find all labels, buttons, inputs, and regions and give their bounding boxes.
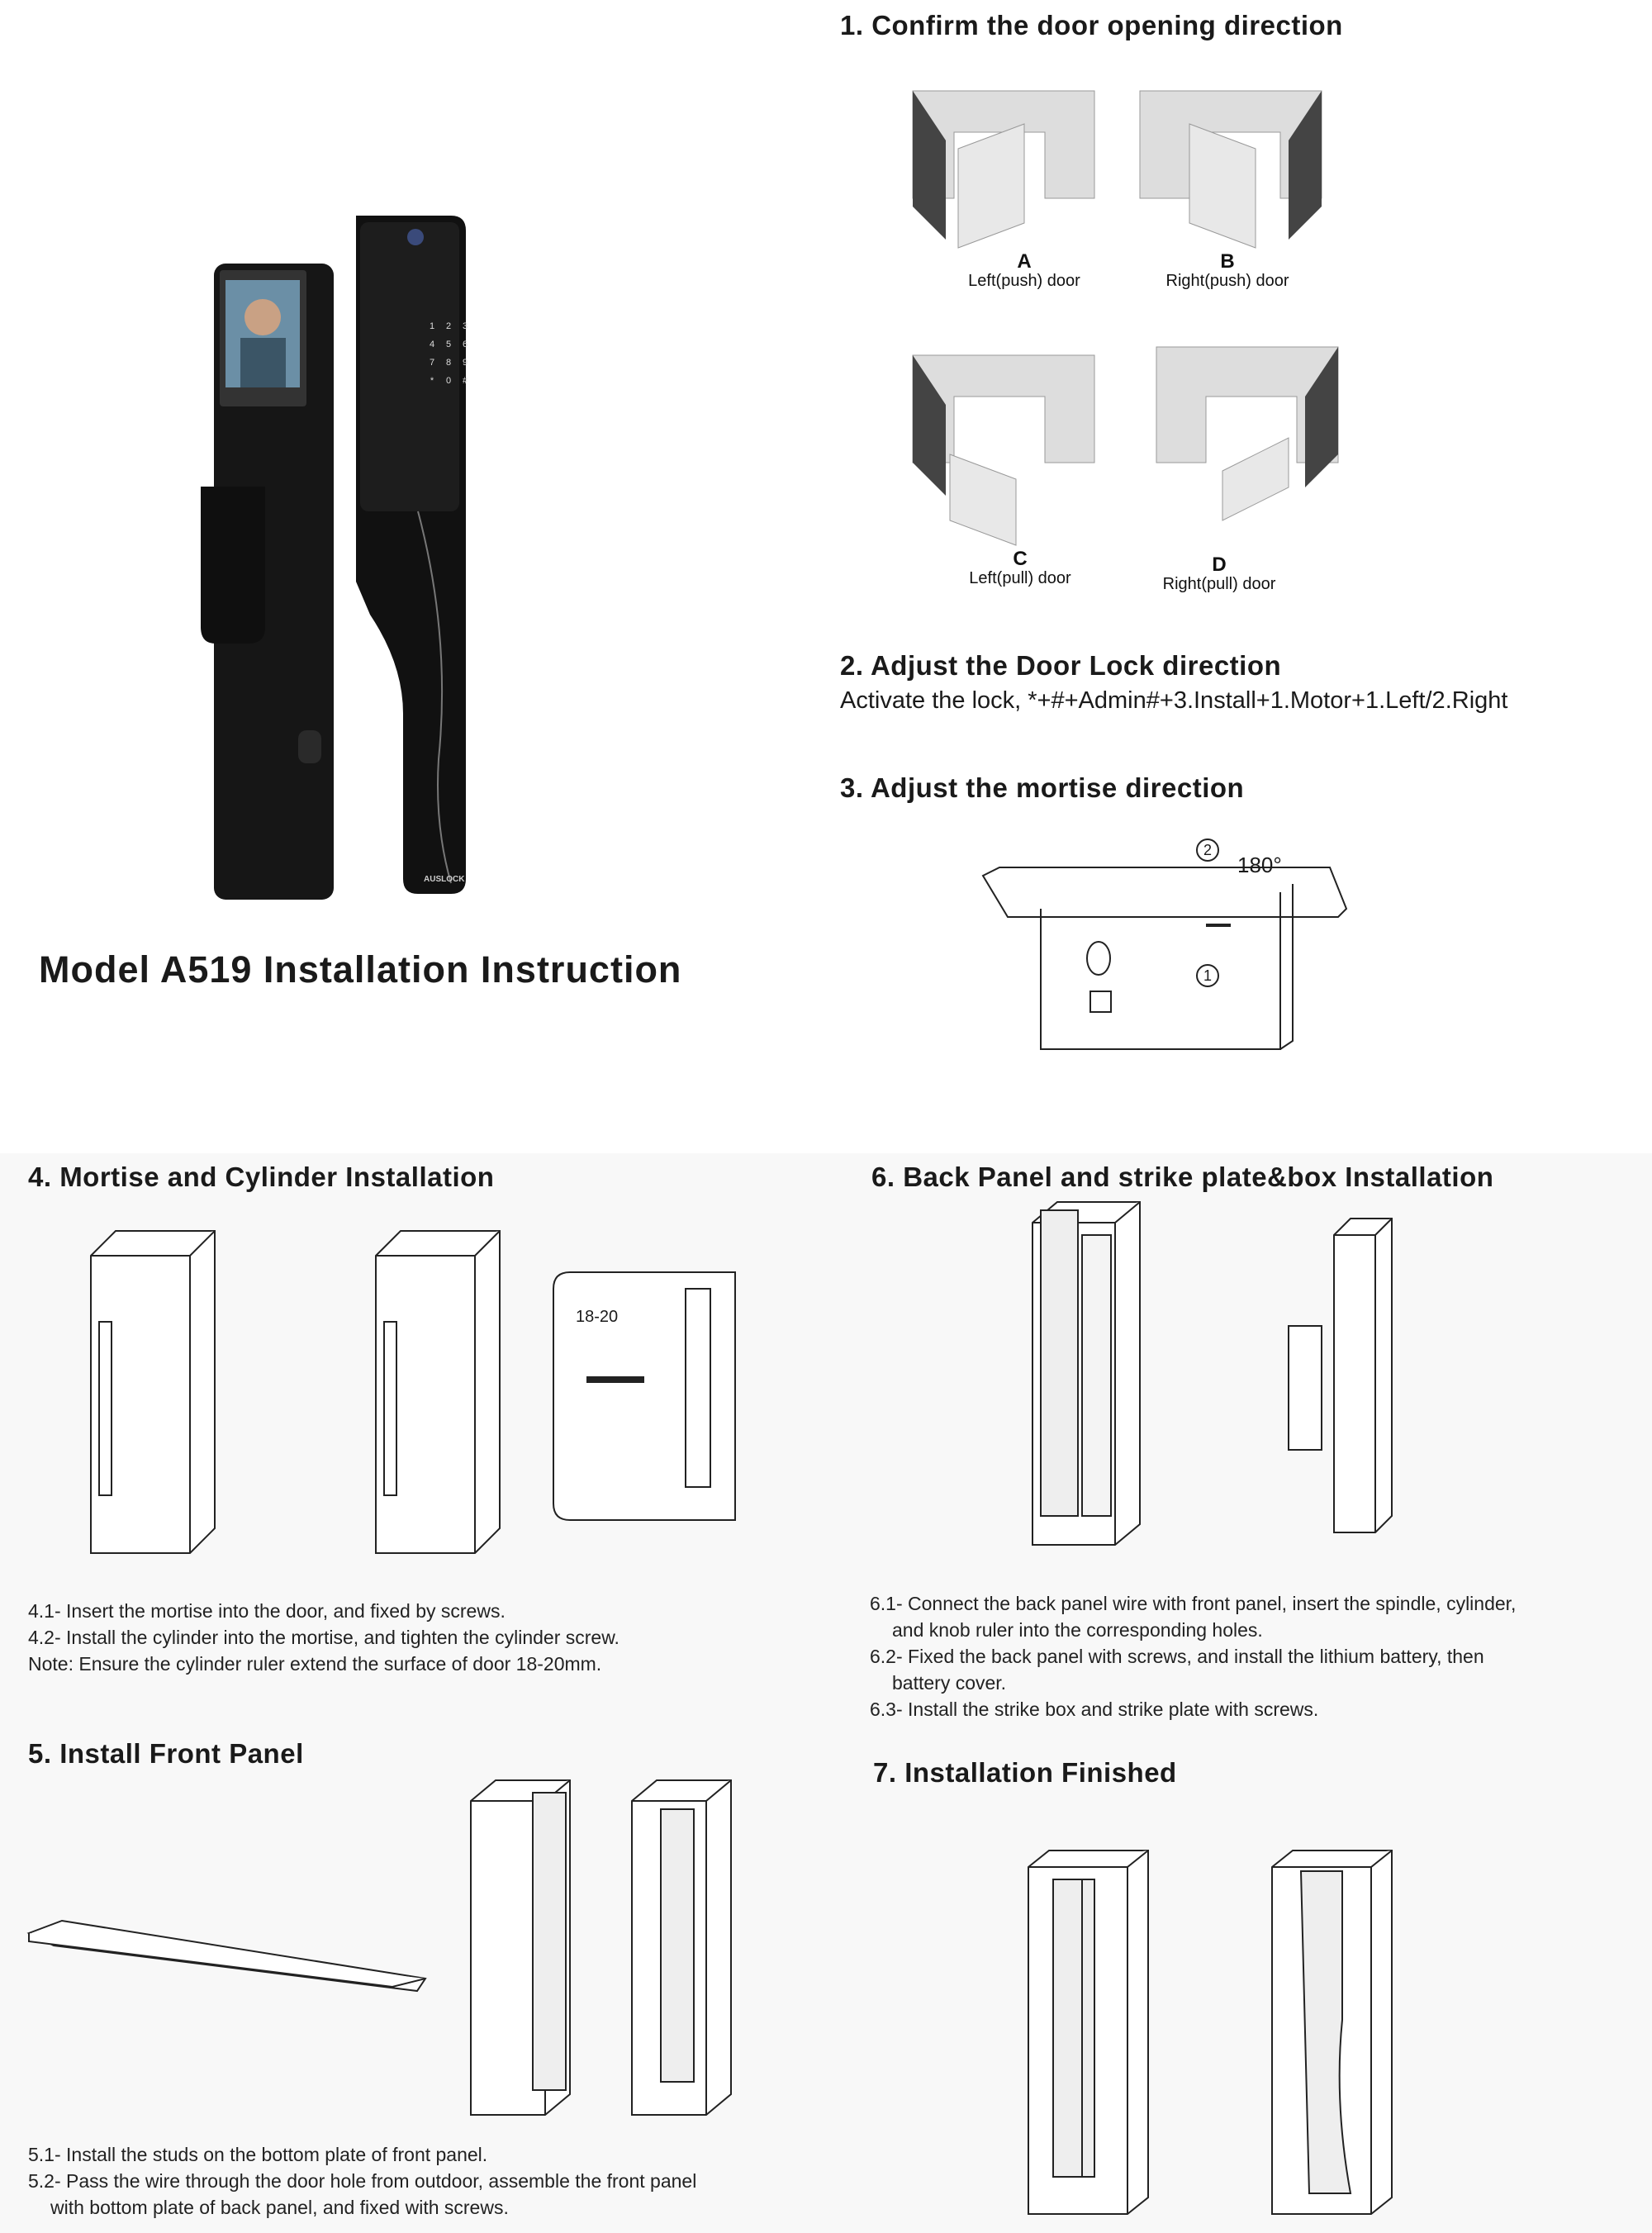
door-letter: B [1220,250,1235,273]
instruction-line: and knob ruler into the corresponding ho… [892,1619,1263,1641]
step-2-marker: 2 [1196,839,1219,862]
door-mortise-illustration [90,1230,736,1554]
key: 7 [429,358,435,368]
measure-label: 18-20 [576,1308,619,1326]
instruction-line: 6.3- Install the strike box and strike p… [870,1699,1319,1720]
brand-logo: AUSLOCK [424,875,465,884]
door-label: Left(pull) door [969,569,1071,587]
instruction-line: 4.2- Install the cylinder into the morti… [28,1627,620,1648]
key: 2 [445,321,452,331]
key: * [430,376,434,386]
section7-title: 7. Installation Finished [873,1757,1177,1788]
key: 3 [462,321,468,331]
finished-lock-illustration [1028,1850,1393,2215]
key: 9 [462,358,468,368]
key: 4 [429,340,435,349]
smart-lock-illustration [201,216,466,900]
section3-title: 3. Adjust the mortise direction [840,772,1245,803]
mortise-install-diagram: 18-20 [58,1223,743,1554]
section6-instructions: 6.1- Connect the back panel wire with fr… [870,1590,1516,1722]
key: 1 [429,321,435,331]
back-panel-illustration [1032,1201,1393,1546]
instruction-line: battery cover. [892,1672,1007,1694]
rotation-label: 180° [1237,853,1282,877]
mortise-illustration [981,867,1348,1050]
section5-instructions: 5.1- Install the studs on the bottom pla… [28,2141,696,2221]
door-direction-diagram [912,90,1339,546]
back-panel-diagram [991,1201,1404,1549]
door-label: Left(push) door [968,272,1080,290]
door-label: Right(push) door [1165,272,1289,290]
section1-title: 1. Confirm the door opening direction [840,10,1343,40]
step-1-marker: 1 [1196,964,1219,987]
key: 5 [445,340,452,349]
front-panel-illustration [26,1779,732,2116]
key: 6 [462,340,468,349]
instruction-line: 6.1- Connect the back panel wire with fr… [870,1593,1517,1614]
section4-instructions: 4.1- Insert the mortise into the door, a… [28,1598,620,1677]
section4-title: 4. Mortise and Cylinder Installation [28,1162,495,1192]
door-letter: C [1013,548,1028,570]
door-letter: A [1017,250,1032,273]
instruction-line: 5.2- Pass the wire through the door hole… [28,2170,697,2192]
key: 0 [445,376,452,386]
section6-title: 6. Back Panel and strike plate&box Insta… [871,1162,1494,1192]
section5-title: 5. Install Front Panel [28,1738,304,1769]
instruction-line: 4.1- Insert the mortise into the door, a… [28,1600,506,1622]
page-title: Model A519 Installation Instruction [39,948,682,991]
instruction-line: Note: Ensure the cylinder ruler extend t… [28,1653,602,1675]
front-panel-diagram [25,1768,768,2116]
door-label: Right(pull) door [1162,575,1276,593]
key: 8 [445,358,452,368]
section2-title: 2. Adjust the Door Lock direction [840,650,1282,681]
instruction-line: 6.2- Fixed the back panel with screws, a… [870,1646,1484,1667]
door-letter: D [1212,553,1227,576]
key: # [462,376,468,386]
instruction-line: with bottom plate of back panel, and fix… [50,2197,509,2218]
section2-text: Activate the lock, *+#+Admin#+3.Install+… [840,687,1508,714]
finished-diagram [1024,1846,1393,2226]
instruction-line: 5.1- Install the studs on the bottom pla… [28,2144,488,2165]
mortise-diagram: 2 180° 1 [981,834,1348,1074]
